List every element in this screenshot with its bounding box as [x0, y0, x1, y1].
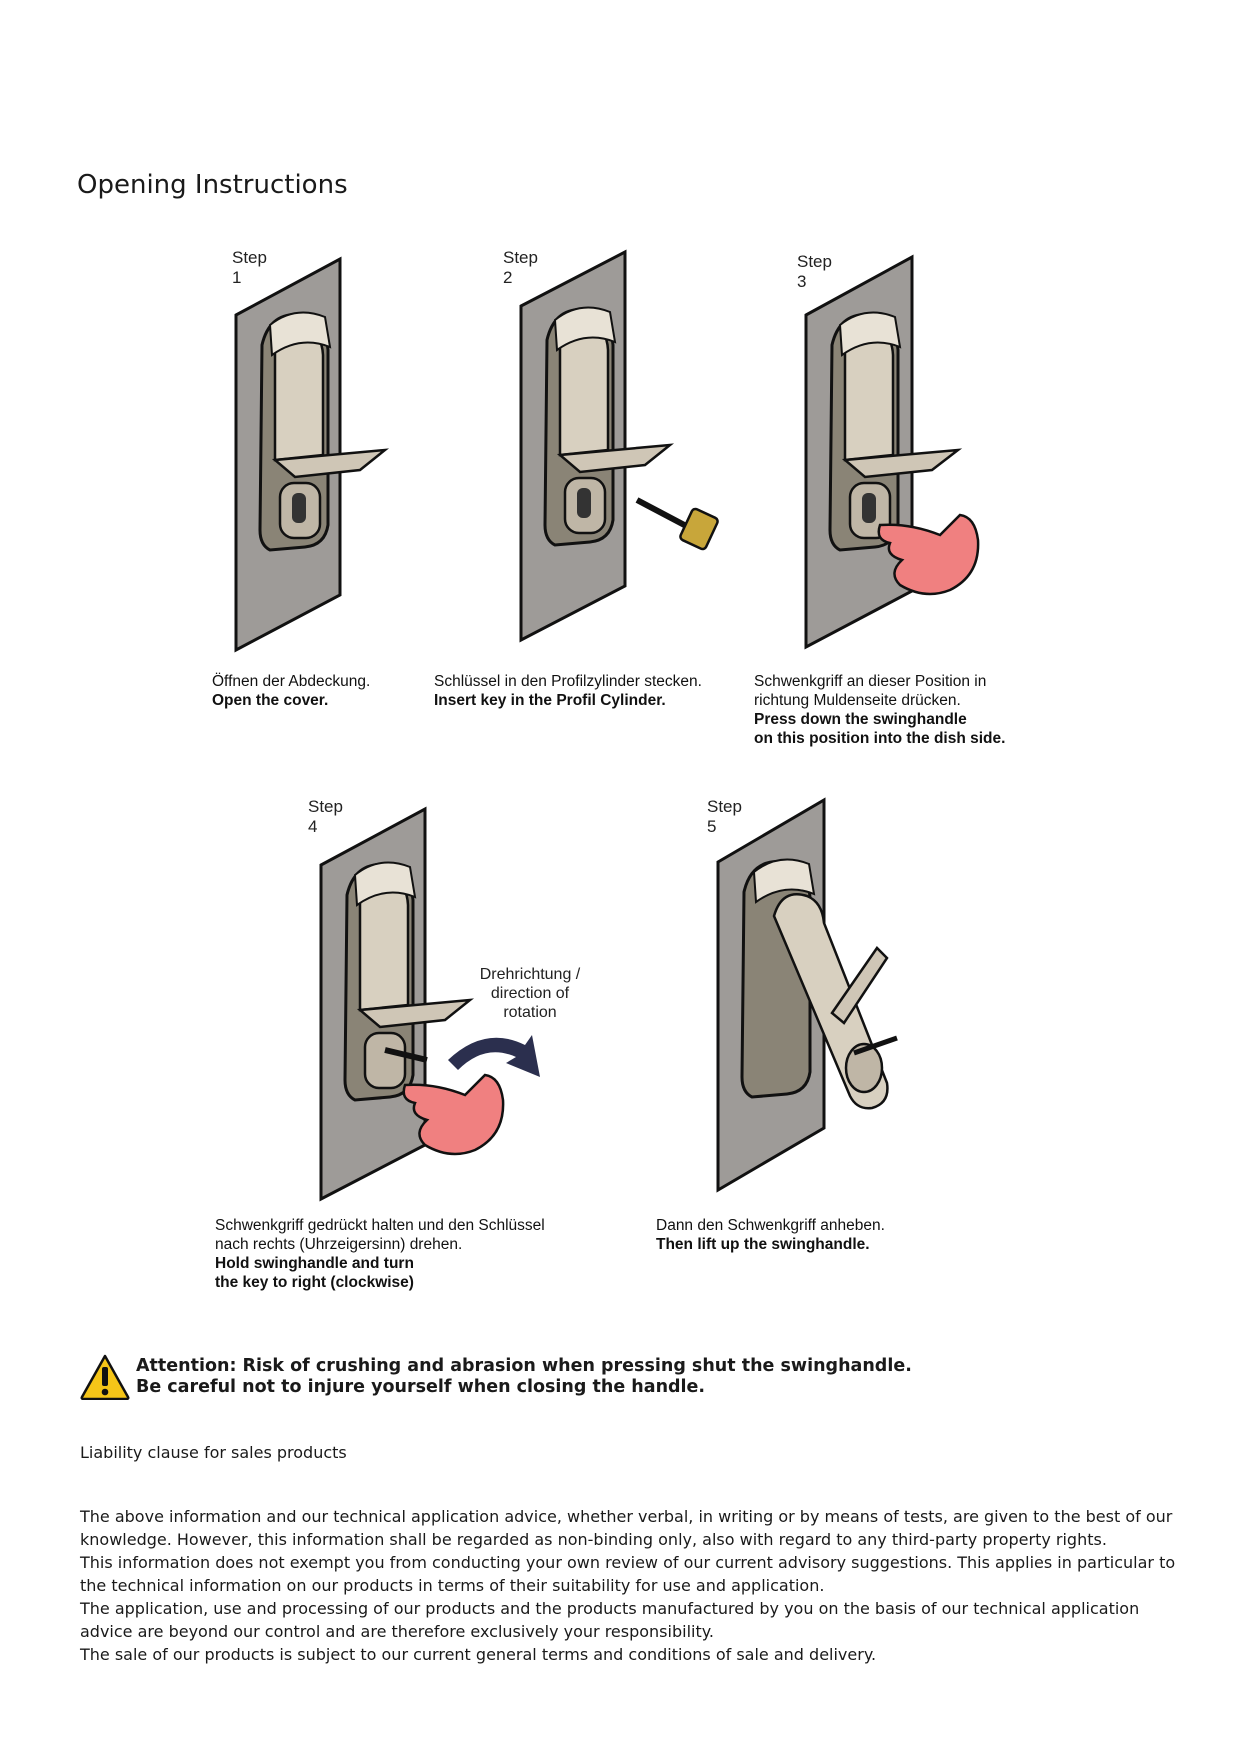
warning-line-2: Be careful not to injure yourself when c…: [136, 1377, 706, 1397]
step-3-caption: Schwenkgriff an dieser Position in richt…: [754, 672, 1074, 748]
step-5-caption-de: Dann den Schwenkgriff anheben.: [656, 1217, 885, 1234]
step-5-caption-en: Then lift up the swinghandle.: [656, 1236, 870, 1253]
liability-paragraph: The sale of our products is subject to o…: [80, 1645, 877, 1664]
rotation-arrow-icon: [448, 1035, 540, 1077]
warning-triangle-icon: [80, 1354, 130, 1400]
step-3-illustration: [804, 254, 980, 650]
step-2-label: Step 2: [503, 248, 538, 287]
step-4-caption: Schwenkgriff gedrückt halten und den Sch…: [215, 1216, 595, 1292]
step-1-caption-de: Öffnen der Abdeckung.: [212, 673, 371, 690]
step-4-label: Step 4: [308, 797, 343, 836]
liability-paragraph: The application, use and processing of o…: [80, 1599, 1140, 1641]
liability-body: The above information and our technical …: [80, 1505, 1180, 1666]
step-3-label: Step 3: [797, 252, 832, 291]
step-5-illustration: [716, 797, 898, 1193]
step-1-caption: Öffnen der Abdeckung. Open the cover.: [212, 672, 432, 710]
step-1-caption-en: Open the cover.: [212, 692, 329, 709]
step-4-illustration: [319, 806, 505, 1202]
step-3-caption-en: Press down the swinghandle on this posit…: [754, 711, 1006, 747]
warning-text: Attention: Risk of crushing and abrasion…: [136, 1356, 912, 1398]
liability-paragraph: This information does not exempt you fro…: [80, 1553, 1176, 1595]
key-icon: [635, 497, 719, 551]
liability-paragraph: The above information and our technical …: [80, 1507, 1173, 1549]
page-title: Opening Instructions: [77, 170, 348, 200]
step-1-label: Step 1: [232, 248, 267, 287]
step-3-caption-de: Schwenkgriff an dieser Position in richt…: [754, 673, 987, 709]
step-2-illustration: [519, 249, 719, 643]
step-2-caption-en: Insert key in the Profil Cylinder.: [434, 692, 666, 709]
warning-notice: Attention: Risk of crushing and abrasion…: [80, 1352, 1160, 1412]
hand-icon: [402, 1073, 505, 1156]
hand-icon: [877, 513, 980, 596]
rotation-label: Drehrichtung / direction of rotation: [479, 966, 581, 1021]
step-5-label: Step 5: [707, 797, 742, 836]
step-4-caption-de: Schwenkgriff gedrückt halten und den Sch…: [215, 1217, 545, 1253]
liability-title: Liability clause for sales products: [80, 1443, 347, 1462]
step-4-caption-en: Hold swinghandle and turn the key to rig…: [215, 1255, 414, 1291]
step-1-illustration: [234, 256, 390, 653]
step-2-caption: Schlüssel in den Profilzylinder stecken.…: [434, 672, 754, 710]
step-5-caption: Dann den Schwenkgriff anheben. Then lift…: [656, 1216, 976, 1254]
step-2-caption-de: Schlüssel in den Profilzylinder stecken.: [434, 673, 702, 690]
warning-line-1: Attention: Risk of crushing and abrasion…: [136, 1356, 912, 1376]
